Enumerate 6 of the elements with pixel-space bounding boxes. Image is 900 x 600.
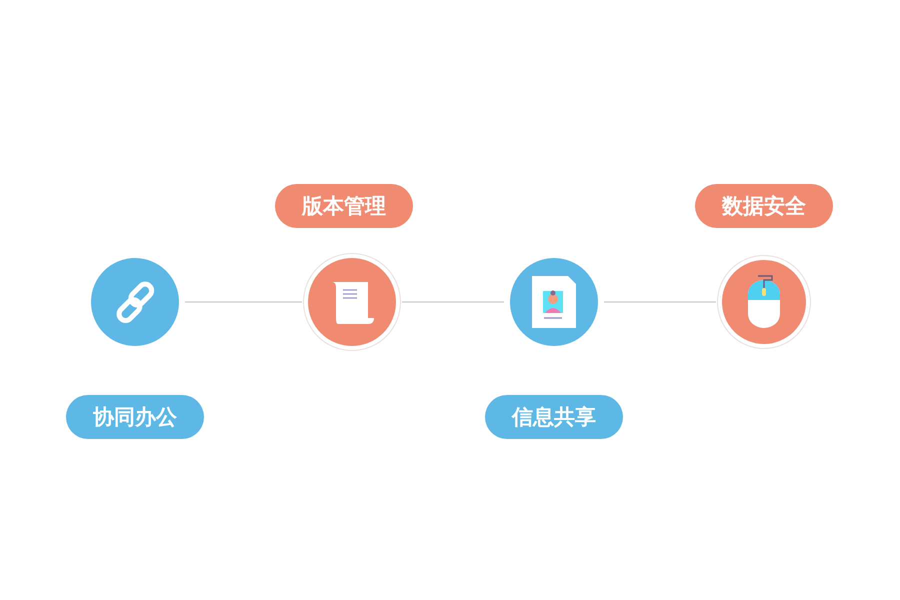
icon-circle — [308, 258, 396, 346]
label-pill: 协同办公 — [66, 395, 204, 439]
label-pill: 信息共享 — [485, 395, 623, 439]
label-pill: 版本管理 — [275, 184, 413, 228]
label-pill: 数据安全 — [695, 184, 833, 228]
icon-circle — [722, 260, 806, 344]
